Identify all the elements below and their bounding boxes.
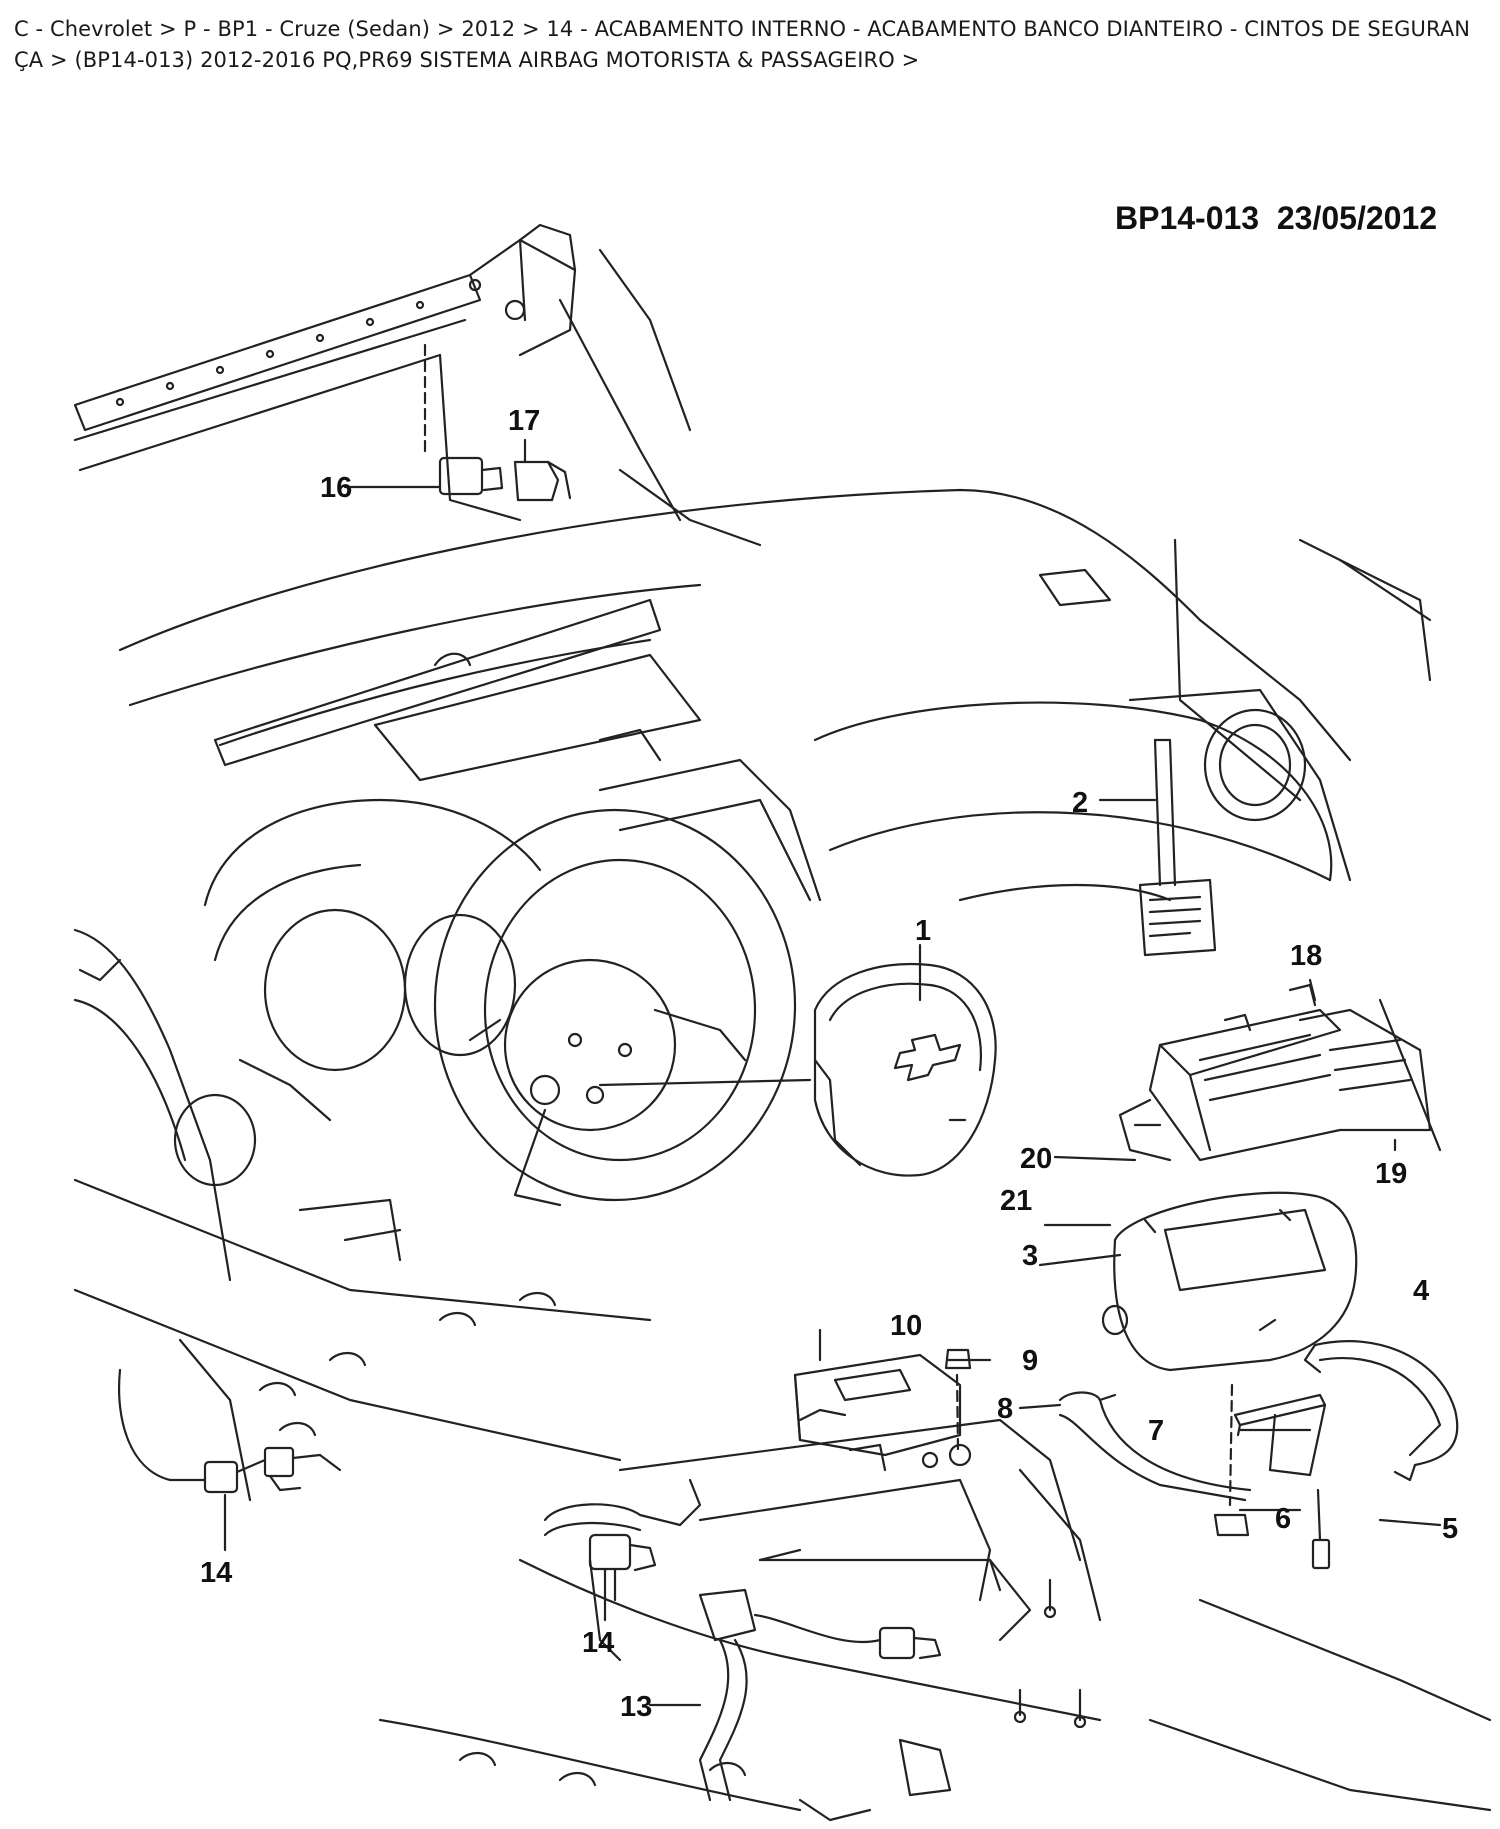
callout-18: 18 bbox=[1290, 940, 1322, 972]
callout-8: 8 bbox=[997, 1393, 1013, 1425]
callout-16: 16 bbox=[320, 472, 352, 504]
passenger-dash-lower bbox=[813, 701, 1442, 1152]
callout-13: 13 bbox=[620, 1691, 652, 1723]
dashboard-panel bbox=[118, 488, 1432, 882]
left-pillar-lower-dash bbox=[73, 928, 652, 1502]
callout-3: 3 bbox=[1022, 1240, 1038, 1272]
parts-diagram-svg: 1 2 3 4 5 6 7 8 9 10 13 14 14 16 17 18 1… bbox=[73, 223, 1492, 1822]
callout-14b: 14 bbox=[582, 1627, 614, 1659]
callout-20: 20 bbox=[1020, 1143, 1052, 1175]
part-8-bracket bbox=[1058, 1391, 1252, 1502]
steering-wheel bbox=[433, 808, 797, 1207]
callout-2: 2 bbox=[1072, 787, 1088, 819]
callout-10: 10 bbox=[890, 1310, 922, 1342]
callout-4: 4 bbox=[1413, 1275, 1429, 1307]
part-14-lower-sensor bbox=[543, 1478, 702, 1602]
callout-6: 6 bbox=[1275, 1503, 1291, 1535]
callout-leaders bbox=[223, 438, 1442, 1707]
part-13-harness bbox=[698, 1588, 942, 1802]
part-1-driver-airbag bbox=[813, 963, 997, 1177]
part-10-sdm-module bbox=[793, 1348, 972, 1472]
instrument-cluster bbox=[203, 758, 822, 1122]
part-6-nut bbox=[1213, 1383, 1250, 1537]
callout-1: 1 bbox=[915, 915, 931, 947]
drawing-id-label: BP14-013 23/05/2012 bbox=[1115, 200, 1438, 236]
callout-21: 21 bbox=[1000, 1185, 1032, 1217]
callout-labels: 1 2 3 4 5 6 7 8 9 10 13 14 14 16 17 18 1… bbox=[200, 405, 1458, 1723]
part-18-19-20-airbag-cover bbox=[1118, 983, 1432, 1162]
callout-17: 17 bbox=[508, 405, 540, 437]
part-7-bracket bbox=[1233, 1393, 1331, 1570]
callout-9: 9 bbox=[1022, 1345, 1038, 1377]
cross-car-beam bbox=[73, 223, 762, 547]
part-4-bracket bbox=[1303, 1340, 1459, 1482]
callout-14a: 14 bbox=[200, 1557, 232, 1589]
callout-5: 5 bbox=[1442, 1513, 1458, 1545]
callout-7: 7 bbox=[1148, 1415, 1164, 1447]
callout-19: 19 bbox=[1375, 1158, 1407, 1190]
parts-diagram: 1 2 3 4 5 6 7 8 9 10 13 14 14 16 17 18 1… bbox=[0, 150, 1500, 1829]
breadcrumb[interactable]: C - Chevrolet > P - BP1 - Cruze (Sedan) … bbox=[14, 17, 1471, 72]
part-14-left-sensor bbox=[118, 1368, 342, 1494]
floor-tunnel bbox=[378, 1418, 1492, 1822]
part-2-warning-label bbox=[1138, 738, 1217, 957]
part-16-17-connectors bbox=[423, 343, 572, 502]
part-3-passenger-airbag bbox=[1101, 1191, 1358, 1372]
